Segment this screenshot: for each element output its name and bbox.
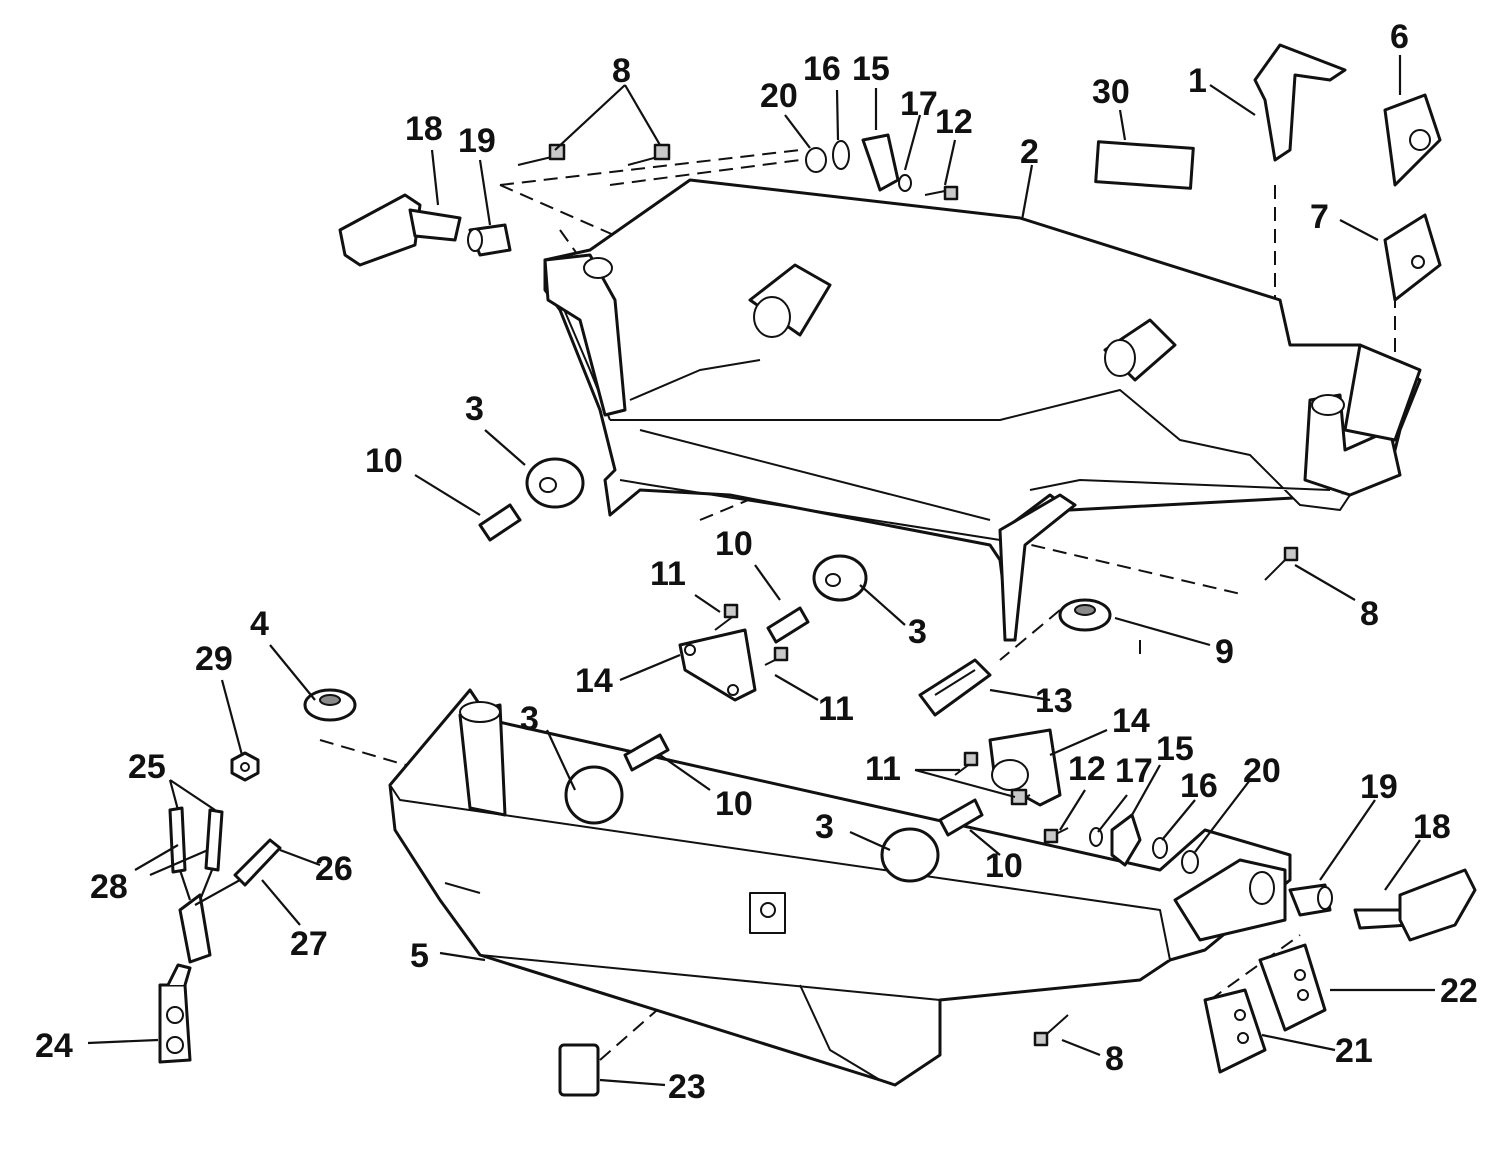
callout-27: 27 — [290, 925, 328, 963]
callout-23: 23 — [668, 1068, 706, 1106]
callout-3-top: 3 — [465, 390, 484, 428]
callout-11-left: 11 — [818, 690, 854, 728]
lower-cover-part-5 — [388, 688, 1292, 1087]
callout-3-lower-left: 3 — [520, 700, 539, 738]
callout-22: 22 — [1440, 972, 1478, 1010]
callout-25: 25 — [128, 748, 166, 786]
callout-8-lower: 8 — [1105, 1040, 1124, 1078]
callout-15-top: 15 — [852, 50, 890, 88]
callout-10-lower-right: 10 — [985, 847, 1023, 885]
callout-3-mid: 3 — [908, 613, 927, 651]
small-parts — [158, 43, 1477, 1097]
callout-17-lower: 17 — [1115, 752, 1153, 790]
callout-20-top: 20 — [760, 77, 798, 115]
callout-12-top: 12 — [935, 103, 973, 141]
callout-11-mid: 11 — [650, 555, 686, 593]
callout-10-mid: 10 — [715, 525, 753, 563]
callout-3-lower-right: 3 — [815, 808, 834, 846]
callout-7: 7 — [1310, 198, 1329, 236]
callout-28: 28 — [90, 868, 128, 906]
callout-2: 2 — [1020, 133, 1039, 171]
callout-21: 21 — [1335, 1032, 1373, 1070]
callout-12-lower: 12 — [1068, 750, 1106, 788]
callout-30: 30 — [1092, 73, 1130, 111]
callout-10-lower-left: 10 — [715, 785, 753, 823]
callout-15-lower: 15 — [1156, 730, 1194, 768]
callout-16-lower: 16 — [1180, 767, 1218, 805]
callout-16-top: 16 — [803, 50, 841, 88]
callout-24: 24 — [35, 1027, 73, 1065]
leader-lines — [87, 55, 1435, 1087]
callout-11-lower: 11 — [865, 750, 901, 788]
callout-14-right: 14 — [1112, 702, 1150, 740]
callout-19-lower: 19 — [1360, 768, 1398, 806]
callout-labels: 1 6 30 2 7 8 20 16 15 17 12 18 19 3 10 1… — [35, 18, 1478, 1106]
callout-26: 26 — [315, 850, 353, 888]
callout-29: 29 — [195, 640, 233, 678]
callout-17-top: 17 — [900, 85, 938, 123]
callout-1: 1 — [1188, 62, 1207, 100]
callout-18-top: 18 — [405, 110, 443, 148]
callout-8-top: 8 — [612, 52, 631, 90]
callout-8-right: 8 — [1360, 595, 1379, 633]
callout-14-left: 14 — [575, 662, 613, 700]
callout-20-lower: 20 — [1243, 752, 1281, 790]
callout-18-lower: 18 — [1413, 808, 1451, 846]
callout-13: 13 — [1035, 682, 1073, 720]
callout-4: 4 — [250, 605, 269, 643]
callout-9: 9 — [1215, 633, 1234, 671]
callout-10-top: 10 — [365, 442, 403, 480]
upper-cover-part-2 — [543, 178, 1422, 642]
callout-5: 5 — [410, 937, 429, 975]
callout-19-top: 19 — [458, 122, 496, 160]
callout-6: 6 — [1390, 18, 1409, 56]
